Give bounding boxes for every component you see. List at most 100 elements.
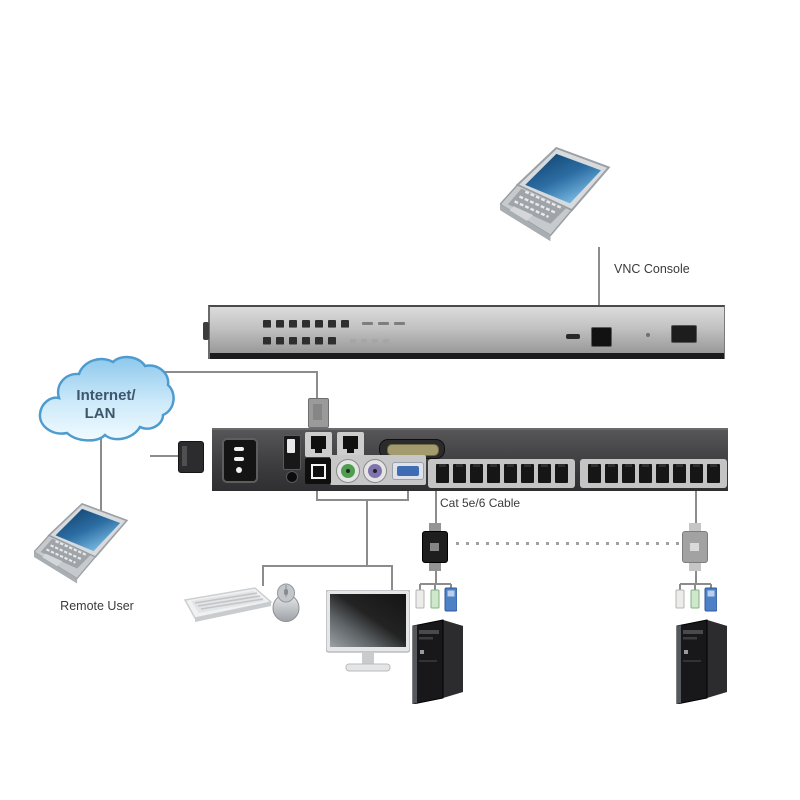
rj45-jack: [343, 436, 358, 449]
dongle-bottom-connector: [689, 563, 701, 571]
panel-dash-mark: [394, 322, 405, 325]
server-connector-plugs-left: [415, 580, 457, 616]
panel-led-dot: [383, 339, 389, 343]
keyboard: [183, 587, 273, 622]
power-inlet-socket: [222, 438, 258, 483]
port-pushbutton: [263, 337, 271, 345]
kvm-port-jack: [672, 464, 686, 483]
front-panel-base: [210, 353, 724, 359]
console-bracket-top: [316, 499, 409, 501]
rj45-jack: [311, 436, 326, 449]
ps2-keyboard-port: [336, 459, 360, 483]
kvm-port-jack: [486, 464, 500, 483]
vnc-console-cable: [598, 247, 600, 307]
cloud-to-switch-cable-vertical: [316, 371, 318, 400]
kvm-switch-rear-panel: [212, 428, 728, 491]
front-panel-left-tab: [203, 322, 209, 340]
kvm-port-jack: [520, 464, 534, 483]
modem-port: [337, 432, 364, 457]
fuse-holder: [286, 471, 298, 483]
port-pushbutton: [302, 320, 310, 328]
lan-port: [305, 432, 332, 457]
dongle-left-tail: [435, 571, 437, 582]
power-pin: [236, 467, 242, 473]
port-pushbutton: [289, 320, 297, 328]
vga-port: [392, 462, 424, 480]
front-panel-dash-row: [362, 322, 405, 325]
kvm-port-jack: [655, 464, 669, 483]
port-pushbutton: [315, 320, 323, 328]
vnc-console-laptop: [500, 146, 636, 251]
cloud-label-line1: Internet/: [76, 387, 136, 404]
port-pushbutton: [341, 320, 349, 328]
rj45-jack-tab: [315, 449, 322, 453]
vga-port-blue-insert: [397, 466, 419, 476]
port-pushbutton: [276, 337, 284, 345]
kvm-port-jack: [604, 464, 618, 483]
more-servers-dashed-line: [456, 542, 682, 545]
power-pin: [234, 447, 244, 451]
kvm-port-bank-1: [428, 459, 575, 488]
kvm-port-jack: [587, 464, 601, 483]
monitor: [326, 590, 410, 672]
power-switch-rocker: [287, 439, 295, 453]
ps2-mouse-port: [363, 459, 387, 483]
kvm-port-jack: [554, 464, 568, 483]
kvm-port-jack: [621, 464, 635, 483]
ps2-pin: [373, 469, 377, 473]
front-reset-slot: [566, 334, 580, 339]
dongle-bottom-connector: [429, 563, 441, 571]
mouse: [272, 583, 300, 622]
kvm-port-jack: [689, 464, 703, 483]
dongle-top-connector: [429, 523, 441, 531]
cat5-cable-left: [435, 487, 437, 523]
panel-dash-mark: [378, 322, 389, 325]
panel-led-dot: [361, 339, 367, 343]
keyboard-drop-line: [262, 565, 264, 586]
remote-user-label: Remote User: [60, 599, 134, 613]
kvm-port-jack: [537, 464, 551, 483]
kvm-port-jack: [452, 464, 466, 483]
kvm-port-jack: [503, 464, 517, 483]
kvm-port-jack: [469, 464, 483, 483]
ps2-pin: [346, 469, 350, 473]
console-feed-line: [366, 499, 368, 567]
dongle-led-window: [690, 543, 699, 551]
front-panel-led-row: [350, 339, 389, 343]
power-pin: [234, 457, 244, 461]
kvm-adapter-cable-right: [682, 523, 708, 571]
port-pushbutton: [289, 337, 297, 345]
cloud-to-remote-user-cable: [100, 438, 102, 515]
lan-cable-plug: [308, 398, 329, 428]
front-led-indicator: [646, 333, 650, 337]
power-switch: [283, 435, 301, 470]
kvm-port-jack: [435, 464, 449, 483]
kvm-port-jack: [638, 464, 652, 483]
dongle-led-window: [430, 543, 439, 551]
cloud-shape: [38, 355, 175, 442]
usb-b-port-inner: [311, 464, 326, 479]
rj45-jack-tab: [347, 449, 354, 453]
power-cord: [150, 455, 180, 457]
kvm-switch-front-panel: [208, 305, 725, 359]
kvm-adapter-cable-left: [422, 523, 448, 571]
panel-led-dot: [372, 339, 378, 343]
port-pushbutton: [276, 320, 284, 328]
monitor-drop-line: [391, 565, 393, 592]
port-pushbutton: [328, 337, 336, 345]
port-pushbutton: [315, 337, 323, 345]
kvm-port-jack: [706, 464, 720, 483]
cat5-cable-right: [695, 487, 697, 523]
front-panel-button-row-1: [263, 320, 349, 328]
cloud-to-switch-cable-horizontal: [148, 371, 318, 373]
server-tower-right: [673, 616, 731, 704]
dongle-top-connector: [689, 523, 701, 531]
port-pushbutton: [302, 337, 310, 345]
cloud-label-line2: LAN: [85, 405, 116, 422]
port-pushbutton: [263, 320, 271, 328]
port-pushbutton: [328, 320, 336, 328]
panel-dash-mark: [362, 322, 373, 325]
usb-console-cable: [316, 482, 318, 501]
server-connector-plugs-right: [675, 580, 717, 616]
front-panel-button-row-2: [263, 337, 336, 345]
